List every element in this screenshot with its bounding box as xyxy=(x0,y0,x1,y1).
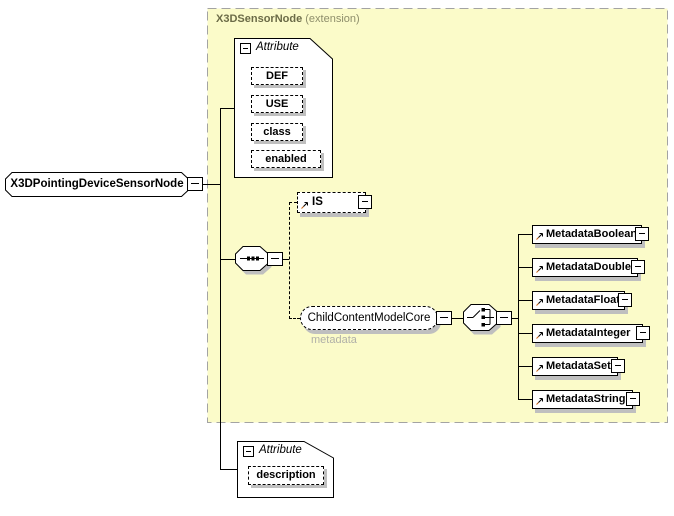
extension-region-title-name: X3DSensorNode xyxy=(216,13,303,25)
element-label: MetadataBoolean xyxy=(546,228,638,240)
connector xyxy=(518,234,532,235)
expand-toggle-metadata-double[interactable] xyxy=(631,260,645,274)
element-label: MetadataInteger xyxy=(546,327,631,339)
expand-toggle-metadata-float[interactable] xyxy=(618,293,632,307)
collapse-toggle-ccmc[interactable] xyxy=(436,311,452,325)
reference-arrow-icon xyxy=(536,233,543,240)
element-label: MetadataString xyxy=(546,393,626,405)
reference-arrow-icon xyxy=(536,365,543,372)
collapse-toggle-root[interactable] xyxy=(187,177,203,191)
attribute-def[interactable]: DEF xyxy=(251,67,303,85)
collapse-toggle-choice[interactable] xyxy=(496,311,512,325)
element-metadata-float[interactable]: MetadataFloat xyxy=(532,291,625,310)
extension-region-title: X3DSensorNode (extension) xyxy=(216,13,360,25)
connector xyxy=(220,108,234,109)
element-metadata-boolean[interactable]: MetadataBoolean xyxy=(532,225,642,244)
connector xyxy=(518,267,532,268)
collapse-toggle-sequence[interactable] xyxy=(267,252,283,266)
element-metadata-double[interactable]: MetadataDouble xyxy=(532,258,638,277)
connector-trunk xyxy=(220,108,221,470)
is-element[interactable]: IS xyxy=(297,192,366,213)
sequence-indicator xyxy=(235,246,272,275)
choice-icon xyxy=(467,308,494,327)
reference-arrow-icon xyxy=(536,266,543,273)
extension-region-title-qualifier: (extension) xyxy=(305,13,360,25)
expand-toggle-metadata-string[interactable] xyxy=(626,392,640,406)
expand-toggle-metadata-boolean[interactable] xyxy=(635,227,649,241)
root-element[interactable]: X3DPointingDeviceSensorNode xyxy=(10,178,184,190)
connector xyxy=(452,318,463,319)
collapse-icon-attribute-bottom[interactable] xyxy=(243,446,254,457)
connector xyxy=(518,366,532,367)
connector-dashed xyxy=(283,259,289,260)
sequence-icon xyxy=(240,256,264,261)
connector-dashed xyxy=(289,202,297,203)
attribute-class[interactable]: class xyxy=(251,123,303,141)
connector xyxy=(518,333,532,334)
element-label: MetadataFloat xyxy=(546,294,620,306)
element-label: MetadataSet xyxy=(546,360,611,372)
expand-toggle-metadata-set[interactable] xyxy=(611,359,625,373)
element-metadata-integer[interactable]: MetadataInteger xyxy=(532,324,643,343)
collapse-icon-attribute-top[interactable] xyxy=(240,43,251,54)
element-label: MetadataDouble xyxy=(546,261,631,273)
connector xyxy=(220,469,237,470)
attribute-group-bottom-header: Attribute xyxy=(259,444,302,456)
metadata-annotation: metadata xyxy=(311,334,357,346)
attribute-enabled[interactable]: enabled xyxy=(251,150,321,168)
element-metadata-set[interactable]: MetadataSet xyxy=(532,357,618,376)
reference-arrow-icon xyxy=(536,332,543,339)
connector-dashed xyxy=(289,202,290,319)
child-content-model-core[interactable]: ChildContentModelCore xyxy=(300,306,438,330)
connector xyxy=(512,318,518,319)
element-metadata-string[interactable]: MetadataString xyxy=(532,390,633,409)
attribute-group-top-header: Attribute xyxy=(256,41,299,53)
reference-arrow-icon xyxy=(536,398,543,405)
choice-indicator xyxy=(463,304,501,335)
root-element-shape xyxy=(5,172,189,197)
expand-toggle-is[interactable] xyxy=(358,195,372,209)
reference-arrow-icon xyxy=(536,299,543,306)
connector xyxy=(518,300,532,301)
attribute-use[interactable]: USE xyxy=(251,95,303,113)
connector xyxy=(220,259,235,260)
connector xyxy=(203,184,220,185)
connector xyxy=(518,399,532,400)
is-element-label: IS xyxy=(312,196,323,208)
expand-toggle-metadata-integer[interactable] xyxy=(636,326,650,340)
connector-dashed xyxy=(289,318,300,319)
reference-arrow-icon xyxy=(301,202,308,209)
attribute-description[interactable]: description xyxy=(248,466,324,485)
connector-branch-trunk xyxy=(518,234,519,399)
